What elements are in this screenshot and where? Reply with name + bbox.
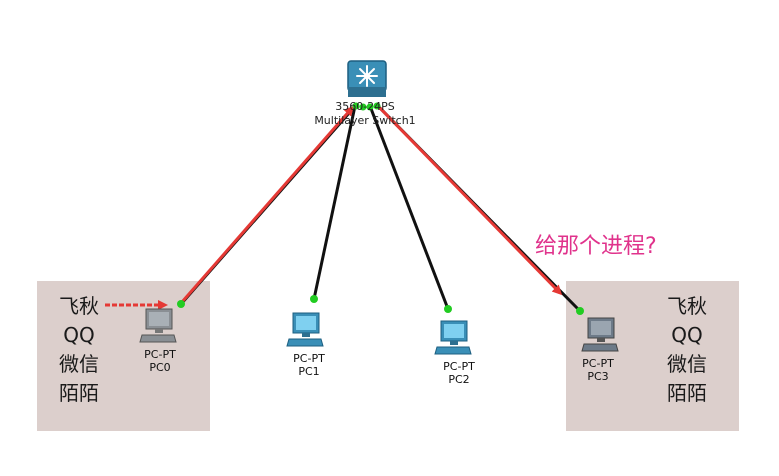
port-dot <box>366 103 374 111</box>
left-app-list: 飞秋 QQ 微信 陌陌 <box>44 292 114 408</box>
app-label: 飞秋 <box>59 294 99 318</box>
multilayer-switch-icon[interactable] <box>346 59 388 101</box>
pc-type: PC-PT <box>144 348 176 361</box>
port-dot <box>177 300 185 308</box>
app-label: 飞秋 <box>667 294 707 318</box>
pc3-label: PC-PT PC3 <box>568 357 628 383</box>
port-dot <box>576 307 584 315</box>
port-dot <box>310 295 318 303</box>
app-label: 陌陌 <box>59 381 99 405</box>
app-label: 陌陌 <box>667 381 707 405</box>
arrow-pc0-to-switch <box>180 105 354 303</box>
pc-name: PC0 <box>149 361 171 374</box>
pc-name: PC2 <box>448 373 470 386</box>
pc3-computer-icon[interactable] <box>580 316 620 354</box>
switch-label: 3560-24PS Multilayer Switch1 <box>300 100 430 128</box>
pc1-computer-icon[interactable] <box>285 311 325 349</box>
app-label: QQ <box>63 323 95 347</box>
pc-type: PC-PT <box>582 357 614 370</box>
pc0-computer-icon[interactable] <box>138 307 178 345</box>
app-label: 微信 <box>667 352 707 376</box>
port-dot <box>352 102 360 110</box>
pc2-label: PC-PT PC2 <box>429 360 489 386</box>
link-switch-pc2 <box>368 105 450 310</box>
switch-name: Multilayer Switch1 <box>314 114 416 127</box>
annotation-question: 给那个进程? <box>535 234 657 259</box>
pc1-label: PC-PT PC1 <box>279 352 339 378</box>
pc-type: PC-PT <box>293 352 325 365</box>
port-dot <box>444 305 452 313</box>
pc-name: PC1 <box>298 365 320 378</box>
app-label: QQ <box>671 323 703 347</box>
right-app-box <box>566 281 739 431</box>
link-switch-pc1 <box>312 105 357 300</box>
app-label: 微信 <box>59 352 99 376</box>
port-dot <box>373 102 381 110</box>
pc-type: PC-PT <box>443 360 475 373</box>
arrow-switch-to-pc3 <box>376 104 563 296</box>
pc0-label: PC-PT PC0 <box>130 348 190 374</box>
port-dot <box>359 103 367 111</box>
pc2-computer-icon[interactable] <box>433 319 473 357</box>
pc-name: PC3 <box>587 370 609 383</box>
right-app-list: 飞秋 QQ 微信 陌陌 <box>652 292 722 408</box>
switch-model: 3560-24PS <box>335 100 395 113</box>
